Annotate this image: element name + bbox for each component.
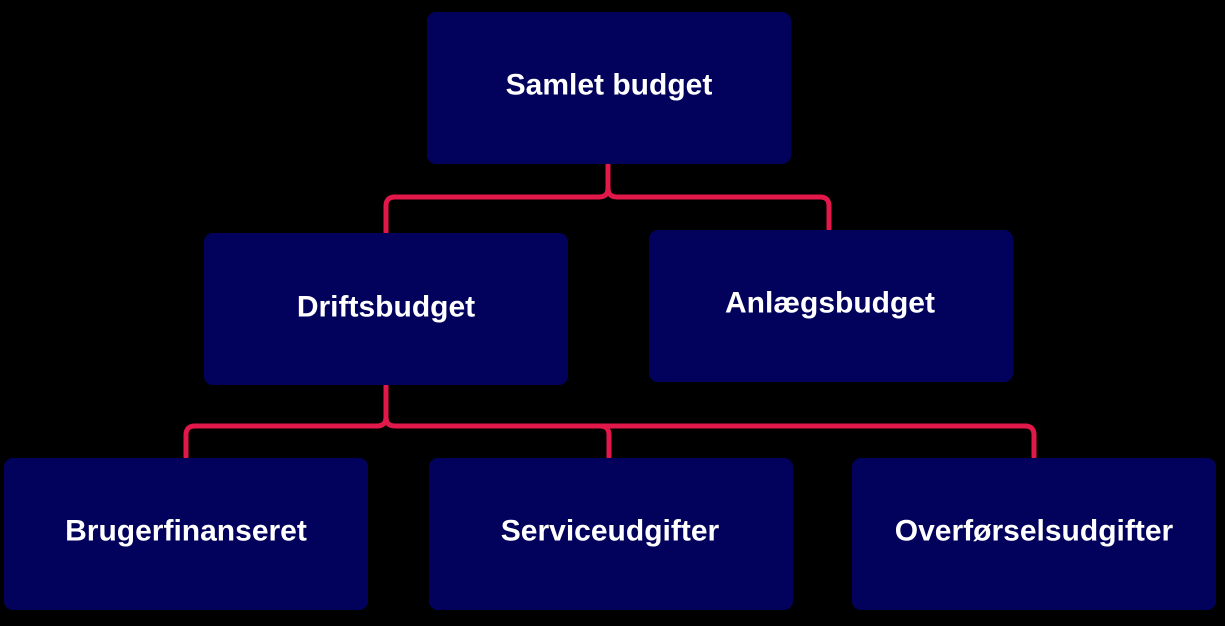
node-anlaegsbudget: Anlægsbudget [649, 230, 1013, 382]
node-overfoerselsudgifter: Overførselsudgifter [852, 458, 1216, 610]
node-box [204, 233, 568, 385]
node-label: Samlet budget [506, 69, 713, 102]
connector-root-to-drift [383, 162, 611, 235]
node-driftsbudget: Driftsbudget [204, 233, 568, 385]
node-label: Anlægsbudget [725, 287, 935, 320]
node-box [649, 230, 1013, 382]
connectors [183, 162, 1037, 460]
connector-drift-to-overfoersel [597, 423, 1037, 460]
node-box [4, 458, 368, 610]
node-box [852, 458, 1216, 610]
node-box [429, 458, 793, 610]
connector-drift-to-service [383, 414, 612, 460]
node-serviceudgifter: Serviceudgifter [429, 458, 793, 610]
connector-root-to-anlaeg [605, 185, 832, 232]
node-samlet-budget: Samlet budget [427, 12, 791, 164]
node-label: Brugerfinanseret [65, 515, 307, 548]
node-label: Driftsbudget [297, 291, 475, 324]
connector-drift-to-bruger [183, 383, 389, 460]
node-label: Overførselsudgifter [895, 515, 1174, 548]
node-box [427, 12, 791, 164]
node-brugerfinanseret: Brugerfinanseret [4, 458, 368, 610]
node-label: Serviceudgifter [501, 515, 720, 548]
